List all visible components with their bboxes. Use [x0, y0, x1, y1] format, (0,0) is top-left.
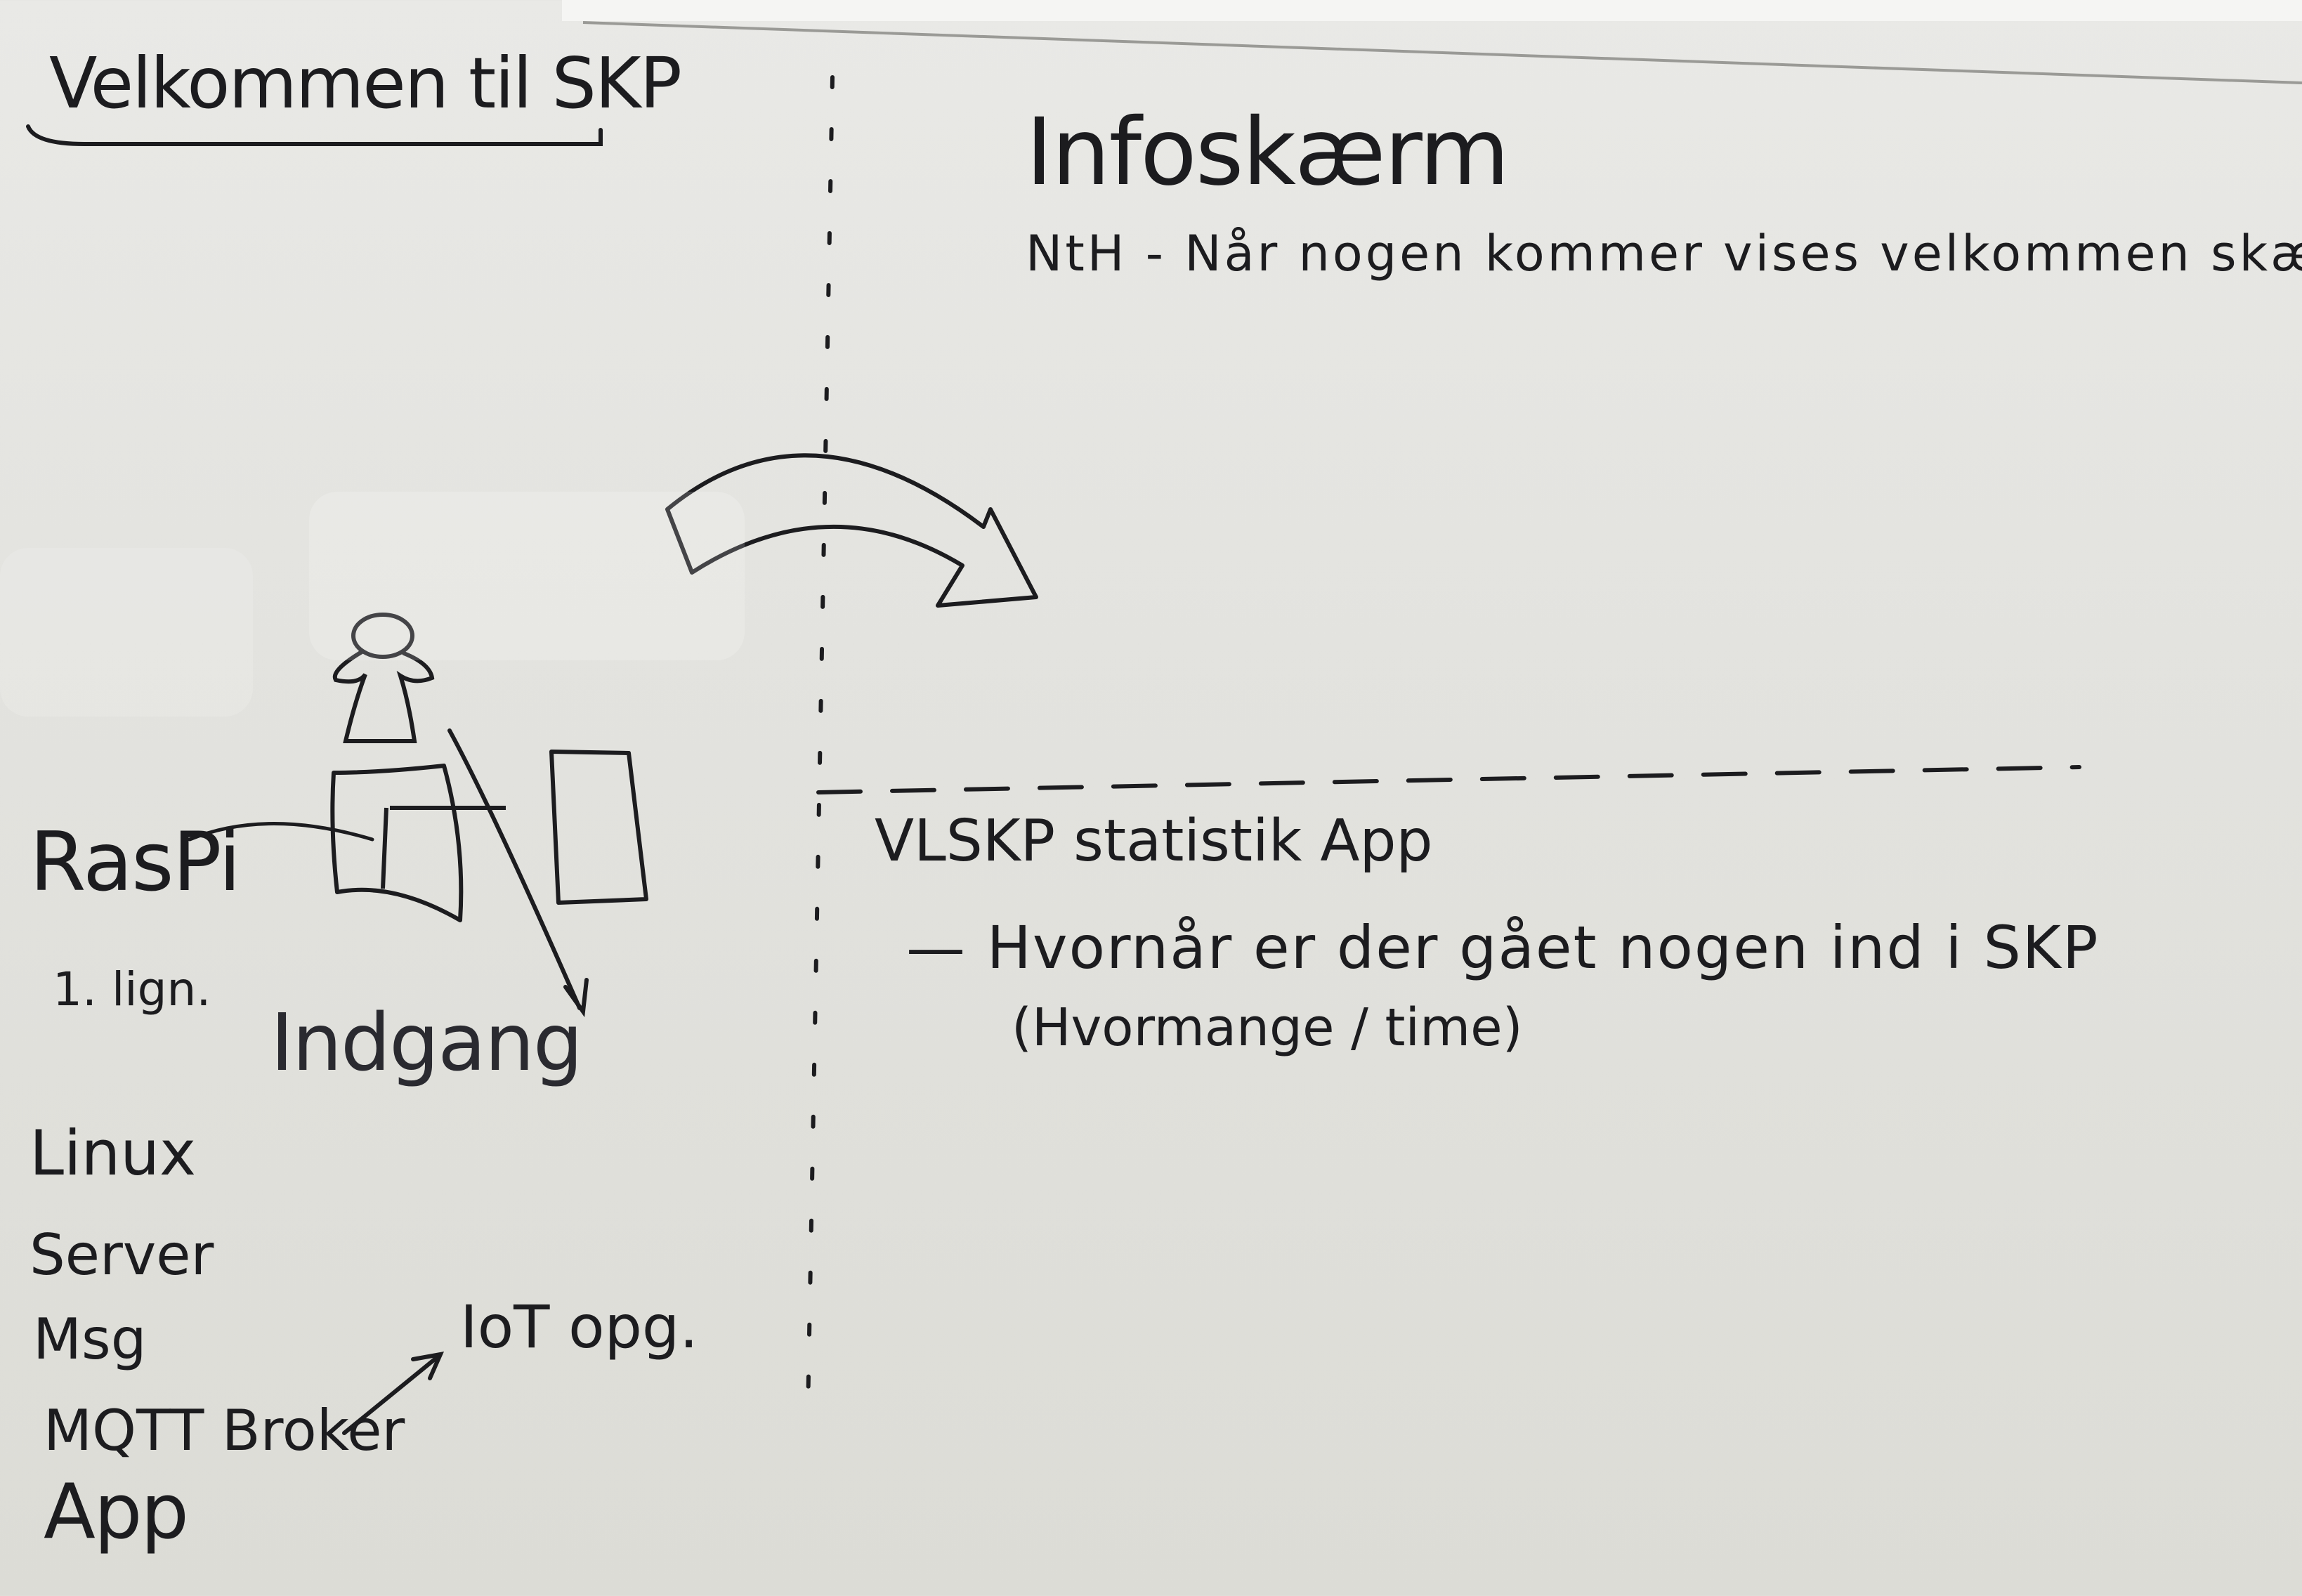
title-underline — [26, 124, 603, 146]
page-title: Velkommen til SKP — [49, 42, 682, 124]
server-line-mqtt: MQTT Broker — [44, 1398, 405, 1463]
infoscreen-description: NtH - Når nogen kommer vises velkommen s… — [1026, 225, 2302, 282]
door-arrow — [447, 728, 589, 1018]
horizontal-divider — [816, 765, 2081, 794]
server-line-server: Server — [30, 1222, 214, 1288]
whiteboard-frame-edge — [582, 21, 2302, 84]
iot-arrow — [342, 1352, 445, 1435]
entrance-label: Indgang — [270, 998, 583, 1089]
entrance-door-icon — [330, 750, 648, 922]
whiteboard-frame — [562, 0, 2302, 21]
server-line-linux: Linux — [30, 1117, 197, 1189]
server-line-app: App — [44, 1468, 189, 1556]
vertical-divider — [806, 75, 835, 1414]
server-line-msg: Msg — [33, 1307, 147, 1372]
infoscreen-heading: Infoskærm — [1026, 98, 1510, 207]
glare — [0, 548, 253, 717]
raspi-sublabel: 1. lign. — [53, 962, 211, 1016]
curved-arrow — [665, 453, 1038, 608]
glare — [309, 492, 745, 660]
statistics-question: — Hvornår er der gået nogen ind i SKP — [906, 913, 2100, 982]
statistics-sub: (Hvormange / time) — [1012, 998, 1523, 1058]
raspi-label: RasPi — [30, 815, 241, 910]
person-icon — [332, 613, 435, 743]
statistics-heading: VLSKP statistik App — [875, 808, 1433, 875]
raspi-pointer — [188, 822, 374, 842]
iot-label: IoT opg. — [460, 1293, 698, 1361]
